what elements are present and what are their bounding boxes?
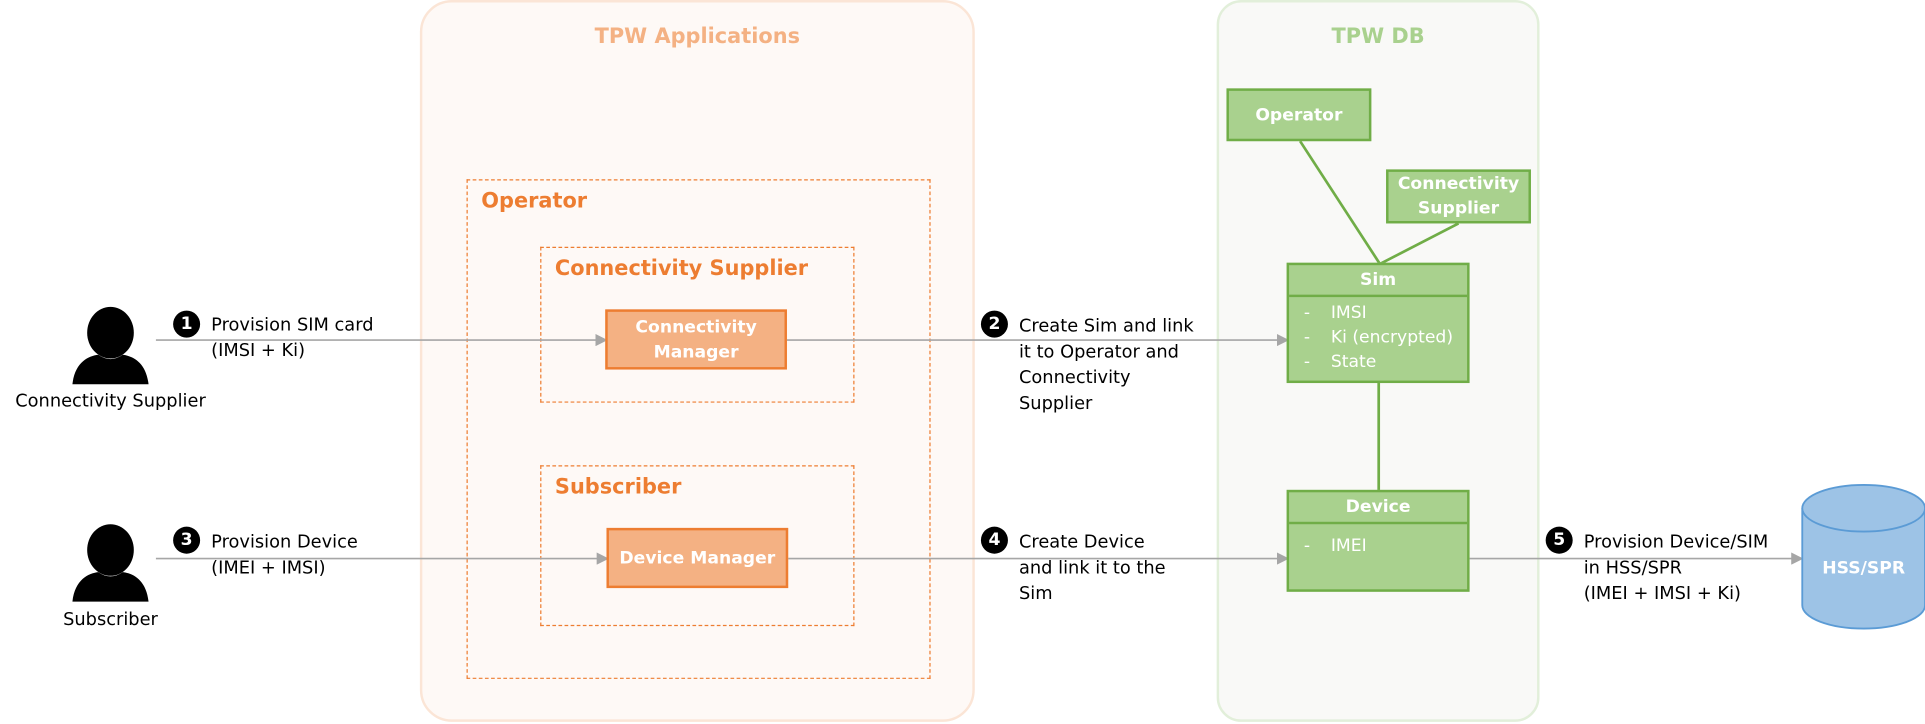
step-5-text: Provision Device/SIM in HSS/SPR (IMEI + … bbox=[1583, 532, 1769, 605]
step-4-text: Create Device and link it to the Sim bbox=[1018, 532, 1166, 605]
sim-attribute-state: State bbox=[1330, 352, 1377, 372]
connectivity-supplier-actor-label: Connectivity Supplier bbox=[15, 391, 206, 412]
hss-spr-label: HSS/SPR bbox=[1822, 558, 1906, 579]
step-3-badge: 3 bbox=[173, 526, 201, 554]
bullet-dash: - bbox=[1303, 536, 1311, 557]
operator-scope: Operator bbox=[466, 179, 931, 679]
sim-attribute: -State bbox=[1289, 350, 1467, 375]
sim-entity-title: Sim bbox=[1289, 265, 1468, 298]
subscriber-scope: Subscriber bbox=[540, 465, 855, 627]
connectivity-manager-app[interactable]: Connectivity Manager bbox=[605, 309, 787, 370]
step-2-text: Create Sim and link it to Operator and C… bbox=[1018, 316, 1194, 414]
step-3-text: Provision Device (IMEI + IMSI) bbox=[211, 532, 358, 579]
sim-attribute-list: -IMSI -Ki (encrypted) -State bbox=[1289, 297, 1467, 374]
relation-operator-sim bbox=[1299, 140, 1382, 265]
subscriber-actor-icon bbox=[72, 524, 149, 602]
bullet-dash: - bbox=[1303, 303, 1311, 323]
bullet-dash: - bbox=[1303, 352, 1311, 372]
bullet-dash: - bbox=[1303, 327, 1311, 348]
hss-spr-database-icon bbox=[1801, 484, 1925, 630]
tpw-applications-title: TPW Applications bbox=[594, 24, 801, 50]
step-1-text: Provision SIM card (IMSI + Ki) bbox=[211, 315, 374, 361]
step-5-badge: 5 bbox=[1545, 526, 1573, 554]
sim-attribute: -IMSI bbox=[1289, 301, 1467, 326]
relation-supplier-sim bbox=[1379, 222, 1460, 266]
device-manager-app[interactable]: Device Manager bbox=[606, 527, 789, 589]
db-entity-sim[interactable]: Sim -IMSI -Ki (encrypted) -State bbox=[1286, 262, 1470, 384]
step-1-badge: 1 bbox=[173, 310, 201, 338]
tpw-db-title: TPW DB bbox=[1331, 24, 1425, 50]
db-entity-operator[interactable]: Operator bbox=[1226, 88, 1372, 142]
subscriber-actor-label: Subscriber bbox=[63, 610, 158, 630]
device-attribute-list: -IMEI bbox=[1289, 524, 1467, 558]
step-4-badge: 4 bbox=[980, 526, 1008, 554]
subscriber-scope-label: Subscriber bbox=[554, 475, 682, 500]
db-entity-device[interactable]: Device -IMEI bbox=[1286, 489, 1470, 592]
device-attribute: -IMEI bbox=[1289, 534, 1467, 559]
connectivity-supplier-scope-label: Connectivity Supplier bbox=[554, 256, 809, 282]
sim-attribute-ki: Ki (encrypted) bbox=[1330, 327, 1454, 348]
step-2-badge: 2 bbox=[980, 310, 1008, 338]
connectivity-supplier-scope: Connectivity Supplier bbox=[540, 246, 855, 403]
operator-scope-label: Operator bbox=[481, 189, 588, 214]
sim-attribute-imsi: IMSI bbox=[1330, 303, 1367, 323]
connectivity-supplier-actor-icon bbox=[72, 306, 149, 385]
device-entity-title: Device bbox=[1289, 492, 1468, 525]
db-entity-connectivity-supplier[interactable]: Connectivity Supplier bbox=[1386, 169, 1531, 224]
device-attribute-imei: IMEI bbox=[1330, 536, 1367, 557]
sim-attribute: -Ki (encrypted) bbox=[1289, 325, 1467, 350]
